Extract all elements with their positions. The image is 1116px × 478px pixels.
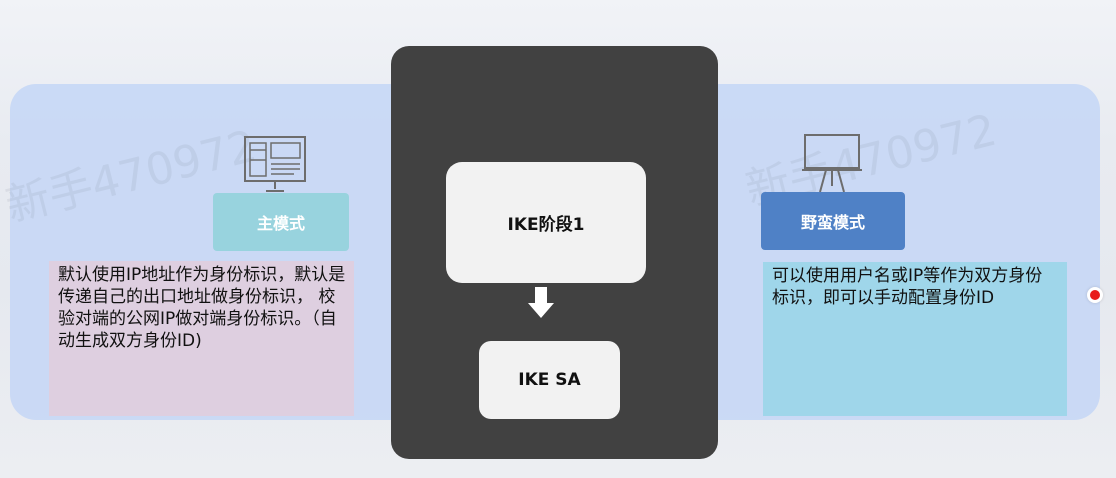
aggressive-mode-description: 可以使用用户名或IP等作为双方身份标识，即可以手动配置身份ID xyxy=(763,262,1067,416)
laser-pointer-icon xyxy=(1087,287,1103,303)
ike-phase1-box: IKE阶段1 xyxy=(446,162,646,283)
down-arrow-icon xyxy=(527,287,555,319)
main-mode-description: 默认使用IP地址作为身份标识，默认是传递自己的出口地址做身份标识， 校验对端的公… xyxy=(49,261,354,416)
aggressive-mode-label: 野蛮模式 xyxy=(761,192,905,250)
web-page-monitor-icon xyxy=(244,136,306,194)
main-mode-label: 主模式 xyxy=(213,193,349,251)
ike-phase1-label: IKE阶段1 xyxy=(507,215,585,235)
ike-sa-box: IKE SA xyxy=(479,341,620,419)
presentation-board-icon xyxy=(802,134,862,194)
ike-sa-label: IKE SA xyxy=(518,370,581,390)
